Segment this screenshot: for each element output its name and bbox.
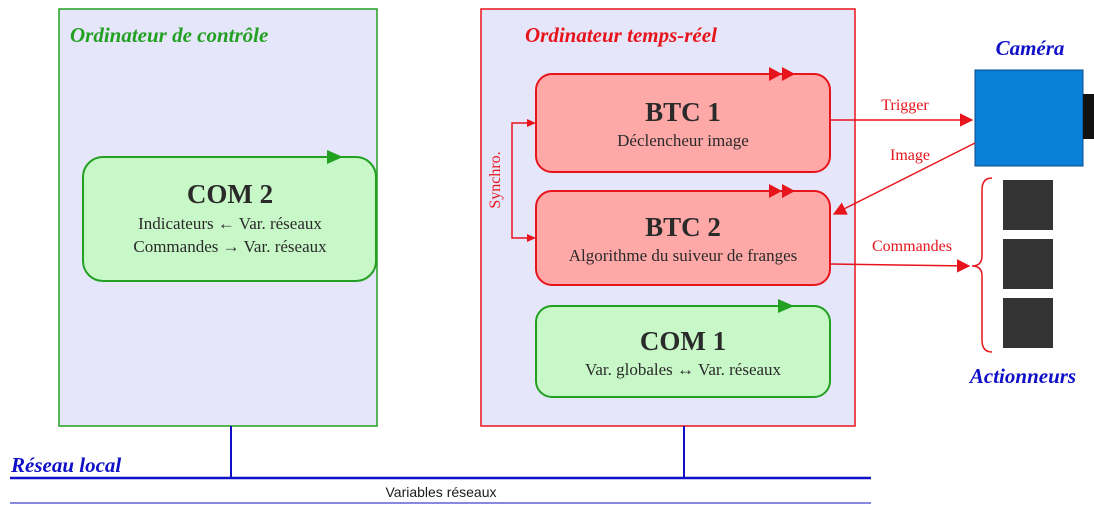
actuator-block [1003,180,1053,230]
commandes-link [829,259,971,273]
camera-title: Caméra [996,36,1065,60]
camera [974,69,1094,167]
actuator-block [1003,298,1053,348]
camera-body [974,69,1084,167]
com2-arrow-icon [327,150,343,164]
btc2-double-arrow-icon [769,184,795,198]
btc2-title: BTC 2 [645,212,721,242]
btc2-box: BTC 2 Algorithme du suiveur de franges [535,184,831,286]
btc2-subtitle: Algorithme du suiveur de franges [569,246,798,265]
com1-box: COM 1 Var. globales ↔ Var. réseaux [535,299,831,398]
image-link [832,142,976,215]
actuator-brace [971,177,993,353]
com2-line1: Indicateurs ← Var. réseaux [138,214,322,233]
actuators-title: Actionneurs [968,364,1076,388]
actuators [971,177,1053,353]
btc1-title: BTC 1 [645,97,721,127]
com2-line2: Commandes → Var. réseaux [133,237,327,256]
btc1-box: BTC 1 Déclencheur image [535,67,831,173]
com1-subtitle: Var. globales ↔ Var. réseaux [585,360,782,379]
com2-box: COM 2 Indicateurs ← Var. réseaux Command… [82,150,377,282]
network-variables-label: Variables réseaux [385,484,496,500]
com2-title: COM 2 [187,179,273,209]
control-computer-title: Ordinateur de contrôle [70,23,268,47]
actuator-block [1003,239,1053,289]
synchro-connector [511,119,536,242]
trigger-label: Trigger [881,97,929,114]
btc1-subtitle: Déclencheur image [617,131,749,150]
com1-arrow-icon [778,299,794,313]
image-label: Image [890,147,930,164]
com1-title: COM 1 [640,326,726,356]
network-title: Réseau local [10,453,121,477]
synchro-label: Synchro. [487,151,504,208]
camera-lens [1083,94,1094,139]
btc1-double-arrow-icon [769,67,795,81]
realtime-computer-title: Ordinateur temps-réel [525,23,717,47]
commandes-label: Commandes [872,238,952,255]
